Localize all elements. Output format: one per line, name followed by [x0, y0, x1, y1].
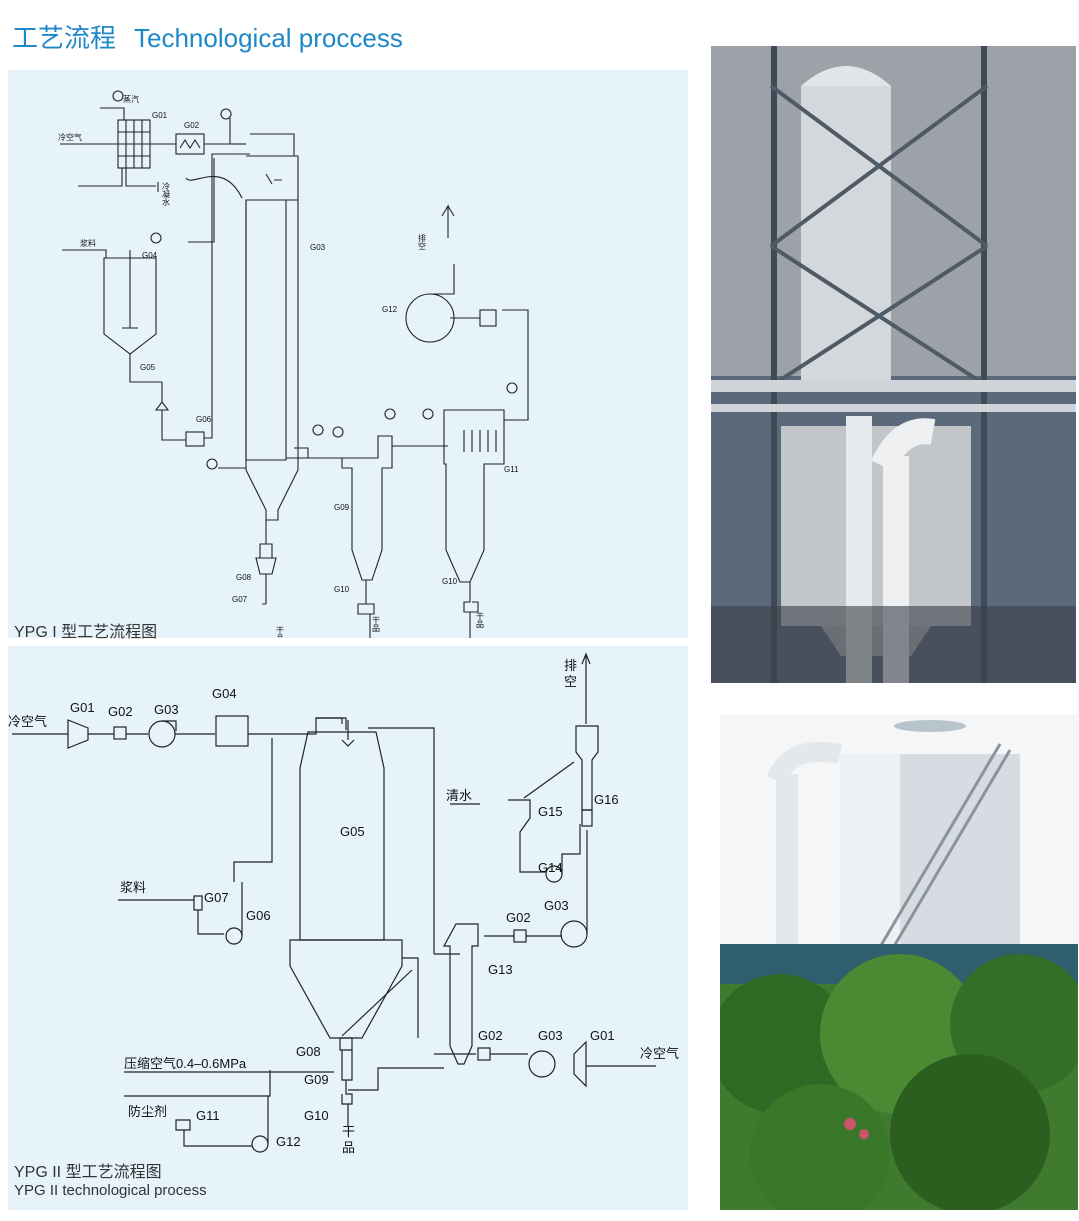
g05-label: G05 — [140, 363, 156, 372]
g11-tank — [175, 1119, 191, 1131]
exhaust-label: 排空 — [418, 233, 427, 250]
ypg2-caption-cn: YPG II 型工艺流程图 — [14, 1164, 162, 1181]
g04-label: G04 — [142, 251, 158, 260]
cold-air-left-label: 冷空气 — [8, 714, 47, 729]
g05-label: G05 — [340, 824, 365, 839]
slurry-label: 浆料 — [120, 880, 146, 895]
g01b-label: G01 — [590, 1028, 615, 1043]
g16-label: G16 — [594, 792, 619, 807]
g06-pump — [185, 431, 205, 447]
title-cn: 工艺流程 — [12, 23, 117, 53]
g11-label: G11 — [504, 465, 519, 474]
g01-label: G01 — [70, 700, 95, 715]
g06-pump — [225, 927, 243, 945]
g12-filter-box — [479, 309, 497, 327]
steam-label: 蒸汽 — [123, 94, 139, 104]
page-title: 工艺流程 Technological proccess — [12, 18, 403, 55]
g10-label: G10 — [304, 1108, 329, 1123]
g07-feeder — [255, 557, 277, 575]
silo-with-trees-photo — [720, 714, 1078, 1210]
g08-valve — [259, 520, 273, 559]
g02b-label: G02 — [506, 910, 531, 925]
water-label: 清水 — [446, 788, 472, 803]
g02-label: G02 — [184, 121, 200, 130]
product-label-1: 干 — [342, 1124, 355, 1139]
g02c-filter — [477, 1047, 491, 1061]
g02b-filter — [513, 929, 527, 943]
g11-bag-filter — [443, 409, 505, 583]
g04-heater — [215, 715, 249, 747]
anti-dust-label: 防尘剂 — [128, 1104, 167, 1119]
g13-label: G13 — [488, 962, 513, 977]
exhaust-label-1: 排 — [564, 658, 577, 673]
ypg1-flow-diagram: 蒸汽 冷空气 冷凝水 浆料 排空 干品 干品 干品 G01 G02 G03 G0… — [58, 90, 529, 643]
g09-label: G09 — [334, 503, 350, 512]
g13-cyclone — [442, 923, 479, 1065]
g12-pump — [251, 1135, 269, 1153]
g03-label: G03 — [154, 702, 179, 717]
g14-label: G14 — [538, 860, 563, 875]
ypg2-diagram-panel: 冷空气 G01 G02 G03 G04 G05 G06 G07 G08 G09 … — [8, 646, 688, 1210]
g01-filter — [67, 719, 89, 749]
g03b-fan — [560, 920, 588, 948]
g03c-label: G03 — [538, 1028, 563, 1043]
g09-label: G09 — [304, 1072, 329, 1087]
g08-label: G08 — [236, 573, 252, 582]
g10b-label: G10 — [442, 577, 458, 586]
g02-heat-exchanger — [175, 133, 205, 155]
g04-label: G04 — [212, 686, 237, 701]
g02-filter — [113, 726, 127, 740]
ypg2-caption-en: YPG II technological process — [14, 1182, 207, 1199]
product-label-1: 干品 — [276, 626, 285, 638]
condensate-label: 冷凝水 — [162, 181, 171, 206]
g03-fan — [148, 720, 176, 748]
g08-valve — [339, 1037, 353, 1051]
g03c-fan — [528, 1050, 556, 1078]
product-label-2: 干品 — [372, 616, 381, 633]
product-label-3: 干品 — [476, 612, 485, 629]
g01-label: G01 — [152, 111, 168, 120]
exhaust-label-2: 空 — [564, 674, 577, 689]
g07-label: G07 — [204, 890, 229, 905]
g06-label: G06 — [196, 415, 212, 424]
g03b-label: G03 — [544, 898, 569, 913]
g09-cyclone — [341, 435, 393, 581]
ypg1-diagram-panel: 蒸汽 冷空气 冷凝水 浆料 排空 干品 干品 干品 G01 G02 G03 G0… — [8, 70, 688, 643]
cold-air-label: 冷空气 — [58, 132, 82, 142]
g12-label: G12 — [382, 305, 398, 314]
spray-dryer-tower-photo — [711, 46, 1076, 683]
g04-tank — [103, 257, 157, 355]
g11-label: G11 — [196, 1108, 220, 1123]
ypg1-caption: YPG I 型工艺流程图 — [14, 624, 158, 641]
cold-air-right-label: 冷空气 — [640, 1046, 679, 1061]
g02c-label: G02 — [478, 1028, 503, 1043]
product-label-2: 品 — [342, 1140, 355, 1155]
g03-tower — [245, 133, 299, 461]
compressed-air-label: 压缩空气0.4–0.6MPa — [124, 1056, 247, 1071]
g02-label: G02 — [108, 704, 133, 719]
g12-fan — [405, 293, 455, 343]
g06-label: G06 — [246, 908, 271, 923]
g10a-label: G10 — [334, 585, 350, 594]
slurry-label: 浆料 — [80, 238, 96, 248]
g01b-filter — [573, 1040, 587, 1088]
g08-label: G08 — [296, 1044, 321, 1059]
g15-label: G15 — [538, 804, 563, 819]
g03-label: G03 — [310, 243, 326, 252]
g07-label: G07 — [232, 595, 248, 604]
g07-tank — [193, 895, 203, 911]
title-en: Technological proccess — [134, 23, 403, 53]
ypg2-flow-diagram: 冷空气 G01 G02 G03 G04 G05 G06 G07 G08 G09 … — [8, 652, 679, 1155]
g12-label: G12 — [276, 1134, 301, 1149]
